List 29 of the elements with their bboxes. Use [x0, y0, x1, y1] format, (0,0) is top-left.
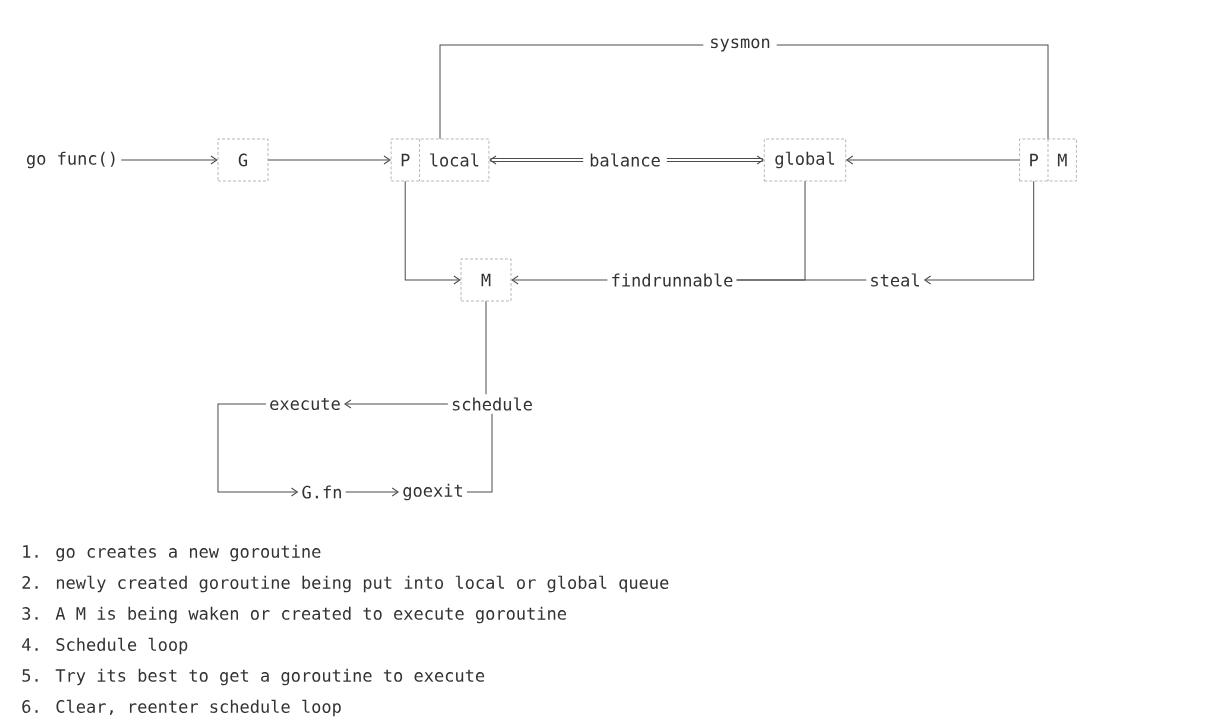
step-label: schedule — [452, 397, 532, 411]
arrow — [511, 275, 608, 285]
step-label: goexit — [403, 483, 463, 501]
arrow — [120, 155, 218, 165]
step-label: G.fn — [302, 485, 341, 499]
step-label: steal — [871, 273, 919, 287]
arrow — [345, 487, 399, 497]
arrow — [846, 155, 1020, 165]
queue-box: P local — [390, 138, 490, 182]
arrow — [404, 180, 461, 285]
step-label: go func() — [26, 151, 115, 169]
step-label: findrunnable — [612, 273, 733, 287]
queue-box: global — [764, 138, 846, 182]
list-item: 3. A M is being waken or created to execute goroutine — [22, 606, 566, 624]
list-item: 6. Clear, reenter schedule loop — [22, 699, 341, 717]
arrow — [267, 155, 391, 165]
list-item: 1. go creates a new goroutine — [23, 544, 321, 562]
queue-box: M — [460, 258, 512, 302]
arrow — [924, 180, 1035, 285]
arrow — [217, 403, 298, 497]
list-item: 4. Schedule loop — [22, 637, 188, 655]
arrow — [344, 399, 449, 409]
queue-box: G — [217, 138, 269, 182]
queue-box: P M — [1019, 138, 1077, 182]
list-item: 5. Try its best to get a goroutine to execute — [22, 668, 485, 686]
list-item: 2. newly created goroutine being put into local or global queue — [22, 575, 669, 593]
edge-label: sysmon — [703, 35, 777, 55]
edge-label: balance — [583, 150, 667, 170]
step-label: execute — [270, 397, 340, 411]
